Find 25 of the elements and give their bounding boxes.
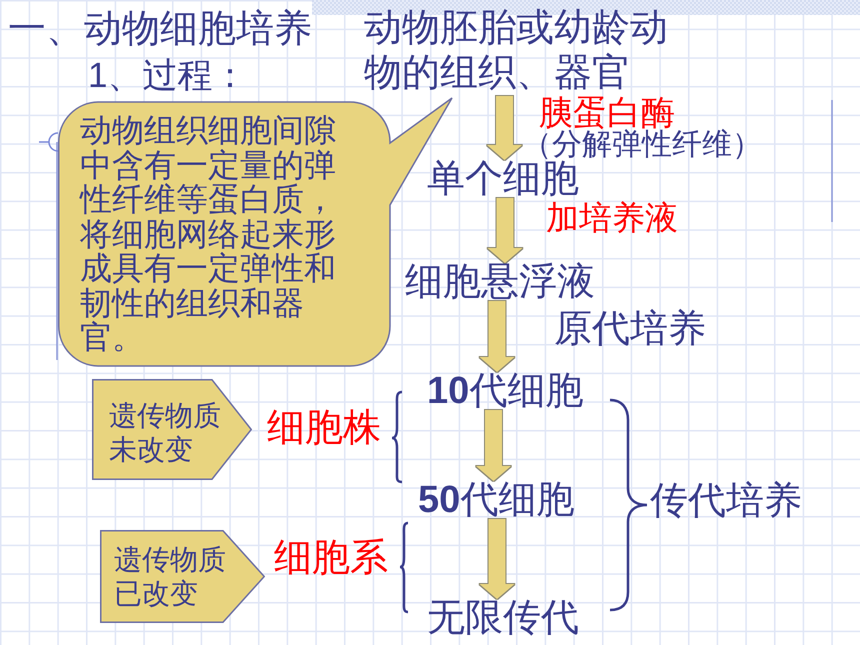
pentagon-tag [100,530,265,623]
note-text: （分解弹性纤维） [522,130,762,160]
title: 一、动物细胞培养 [8,10,312,48]
block-arrow [476,410,511,481]
block-arrow [480,519,514,599]
brace-label: 传代培养 [650,482,802,520]
block-arrow [488,198,522,263]
subheading-text: 1、过程： [88,58,248,93]
pentagon-tag [92,379,252,480]
tag-text: 遗传物质已改变 [114,543,227,611]
step-text: 动物胚胎或幼龄动物的组织、器官 [364,6,674,96]
edge-label: 加培养液 [546,201,678,234]
step-text: 无限传代 [427,599,579,637]
category-label: 细胞系 [274,539,388,577]
edge-label: 胰蛋白酶 [539,96,675,130]
step-text: 单个细胞 [427,160,579,198]
block-arrow [487,96,522,160]
step-text: 细胞悬浮液 [405,263,595,301]
block-arrow [480,301,514,372]
category-label: 细胞株 [267,409,381,447]
step-text: 10代细胞 [427,372,584,410]
edge-label: 原代培养 [554,310,706,348]
tag-text: 遗传物质未改变 [109,399,222,467]
step-text: 50代细胞 [418,481,574,519]
callout-text: 动物组织细胞间隙中含有一定量的弹性纤维等蛋白质，将细胞网络起来形成具有一定弹性和韧性的组织和器官。 [80,113,337,354]
